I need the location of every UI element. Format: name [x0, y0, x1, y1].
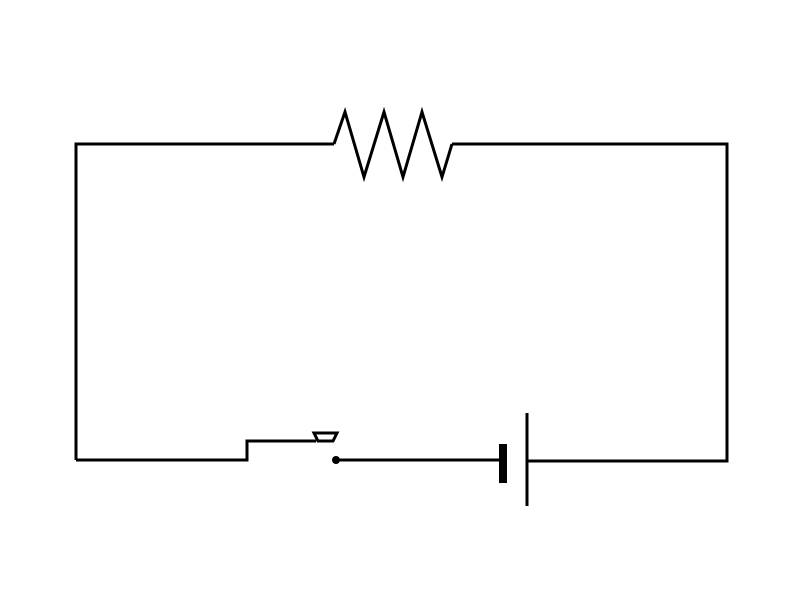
wire-bottom-left [76, 439, 316, 462]
resistor-symbol [332, 106, 454, 183]
switch-contact [332, 456, 340, 464]
wire-top-left [74, 142, 334, 460]
switch-button [311, 431, 340, 443]
wire-top-right [452, 142, 729, 463]
battery-short-plate [499, 444, 507, 483]
